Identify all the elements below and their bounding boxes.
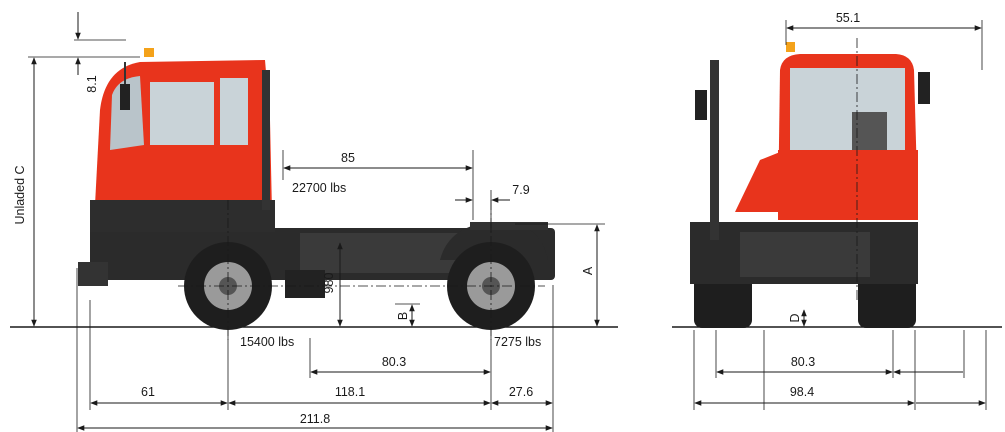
label-unladed-height: Unladed C: [13, 165, 27, 224]
label-wheelbase: 118.1: [335, 385, 365, 399]
label-fifth-wheel-load: 22700 lbs: [292, 181, 346, 195]
label-ground-clearance-d: D: [788, 313, 802, 322]
label-fifth-wheel-offset: 7.9: [512, 183, 529, 197]
label-mirror-width: 55.1: [836, 11, 860, 25]
front-truck-illustration: [690, 42, 930, 328]
label-track-width: 80.3: [791, 355, 815, 369]
label-fifth-wheel-height: A: [581, 266, 595, 275]
label-front-axle-load: 15400 lbs: [240, 335, 294, 349]
label-ground-clearance-b: B: [396, 312, 410, 320]
label-cab-height-offset: 8.1: [85, 75, 99, 92]
label-overall-width: 98.4: [790, 385, 814, 399]
side-view: 8.1 Unladed C 85 22700 lbs 7.9 A 980 B 1…: [10, 12, 618, 432]
label-frame-height: 980: [322, 273, 336, 294]
label-rear-axle-load: 7275 lbs: [494, 335, 541, 349]
label-rear-overhang: 27.6: [509, 385, 533, 399]
label-fifth-wheel-to-rear: 85: [341, 151, 355, 165]
label-overall-length: 211.8: [300, 412, 330, 426]
label-front-overhang: 61: [141, 385, 155, 399]
front-view: 55.1 D 80.3 98.4: [672, 11, 1002, 410]
label-fifth-wheel-to-axle: 80.3: [382, 355, 406, 369]
